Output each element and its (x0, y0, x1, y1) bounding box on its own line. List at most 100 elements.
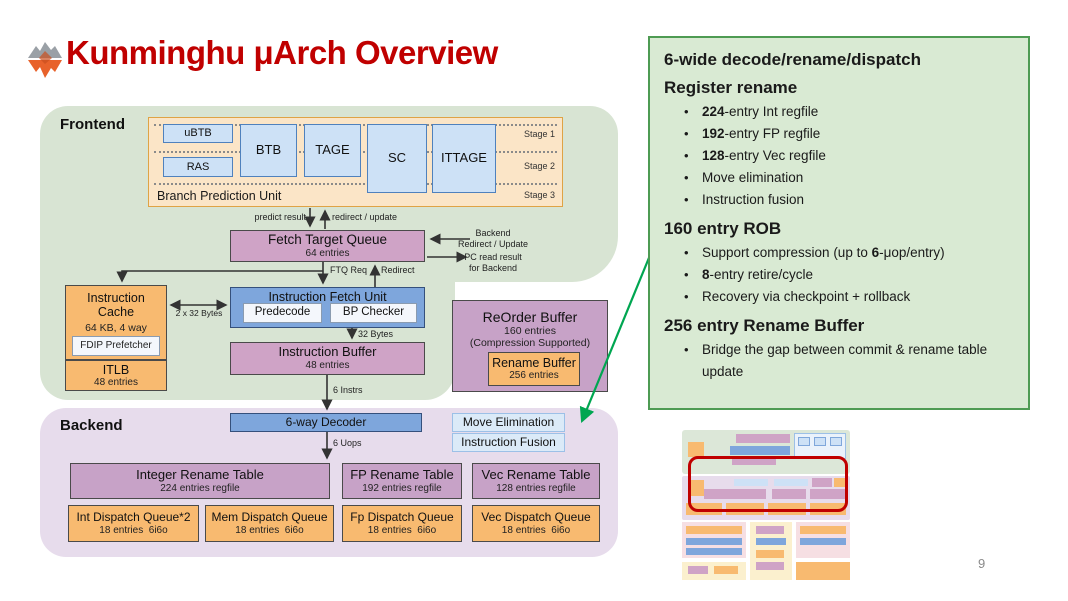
bullet-text: -entry FP regfile (724, 126, 821, 141)
int-rename-title: Integer Rename Table (136, 466, 264, 482)
instruction-buffer: Instruction Buffer 48 entries (230, 342, 425, 375)
backend-label: Backend (60, 417, 123, 434)
infobox-bullet: Support compression (up to 6-μop/entry) (664, 242, 1014, 264)
fp-dq-sub: 18 entries 6i6o (367, 524, 437, 536)
fdip-prefetcher: FDIP Prefetcher (72, 336, 160, 356)
bullet-bold: 224 (702, 104, 725, 119)
infobox-bullet: Bridge the gap between commit & rename t… (664, 339, 1022, 383)
ftq-title: Fetch Target Queue (267, 232, 388, 248)
itlb-entries: 48 entries (94, 376, 138, 388)
pc-read-label-2: for Backend (468, 263, 518, 273)
int-dq-title: Int Dispatch Queue*2 (76, 509, 191, 524)
itlb: ITLB 48 entries (65, 360, 167, 391)
thumb-block (830, 437, 842, 446)
bp-checker-unit: BP Checker (330, 303, 417, 323)
thumb-red-highlight (688, 456, 848, 512)
thumb-block (798, 437, 810, 446)
rob-entries: 160 entries (504, 325, 556, 338)
thumb-block (810, 489, 846, 499)
vec-rename-sub: 128 entries regfile (496, 482, 576, 494)
vec-rename-title: Vec Rename Table (481, 466, 591, 482)
predecode-unit: Predecode (243, 303, 322, 323)
thumb-block (688, 442, 704, 457)
thumb-block (756, 562, 784, 570)
bullet-bold: 192 (702, 126, 725, 141)
infobox-heading-rob: 160 entry ROB (664, 219, 782, 238)
thumb-block (688, 480, 704, 496)
architecture-thumbnail (678, 426, 854, 580)
infobox-bullet: Move elimination (664, 167, 1014, 189)
bpu-label: Branch Prediction Unit (157, 189, 282, 203)
thumb-block (730, 446, 790, 455)
ras-unit: RAS (186, 160, 210, 173)
int-dq-sub: 18 entries 6i6o (99, 524, 168, 536)
backend-redirect-label-1: Backend (475, 228, 511, 238)
infobox-bullet: Instruction fusion (664, 189, 1014, 211)
thumb-block (686, 526, 742, 534)
int-rename-sub: 224 entries regfile (160, 482, 240, 494)
thumb-block (834, 478, 846, 487)
bullet-text: -μop/entry) (879, 245, 945, 260)
sc-unit: SC (387, 150, 407, 166)
bullet-text: Move elimination (702, 170, 804, 185)
bullet-bold: 6 (871, 245, 880, 260)
stage-1-label: Stage 1 (523, 129, 555, 139)
ftq-entries: 64 entries (305, 248, 350, 259)
move-elimination-label: Move Elimination (462, 414, 555, 429)
thumb-block (704, 489, 766, 499)
vec-rename-table: Vec Rename Table 128 entries regfile (472, 463, 600, 499)
tage-unit: TAGE (315, 142, 350, 158)
infobox-bullet: 8-entry retire/cycle (664, 264, 1014, 286)
integer-rename-table: Integer Rename Table 224 entries regfile (70, 463, 330, 499)
bullet-text: -entry Vec regfile (724, 148, 826, 163)
pc-read-label-1: PC read result (464, 252, 522, 262)
stage-divider (154, 183, 557, 185)
fetch-target-queue: Fetch Target Queue 64 entries (230, 230, 425, 262)
fp-dq-title: Fp Dispatch Queue (350, 509, 454, 524)
xiangshan-mountain-logo-icon (28, 42, 62, 78)
32-bytes-label: 32 Bytes (358, 329, 394, 339)
bullet-text: Instruction fusion (702, 192, 805, 207)
stage-3-label: Stage 3 (523, 190, 555, 200)
fp-rename-table: FP Rename Table 192 entries regfile (342, 463, 462, 499)
instruction-fusion: Instruction Fusion (452, 433, 565, 452)
btb-unit: BTB (255, 142, 282, 158)
bp-checker-label: BP Checker (342, 306, 405, 319)
icache-size: 64 KB, 4 way (85, 321, 147, 334)
thumb-block (756, 526, 784, 534)
infobox-bullet: 224-entry Int regfile (664, 101, 1014, 123)
mem-dq-title: Mem Dispatch Queue (211, 509, 328, 524)
bullet-bold: 8 (702, 267, 710, 282)
stage-2-label: Stage 2 (523, 161, 555, 171)
mem-dispatch-queue: Mem Dispatch Queue 18 entries 6i6o (205, 505, 334, 542)
thumb-l2-block (796, 562, 850, 580)
redirect-update-label: redirect / update (332, 212, 398, 222)
infobox-bullet: 192-entry FP regfile (664, 123, 1014, 145)
ftq-req-label: FTQ Req (330, 265, 368, 275)
infobox-bullet: 128-entry Vec regfile (664, 145, 1014, 167)
instruction-fusion-label: Instruction Fusion (461, 434, 556, 449)
vec-dq-sub: 18 entries 6i6o (501, 524, 571, 536)
bullet-text: Recovery via checkpoint + rollback (702, 289, 911, 304)
infobox-title: 6-wide decode/rename/dispatch (664, 50, 921, 69)
thumb-block (800, 526, 846, 534)
infobox-heading-rename-buffer: 256 entry Rename Buffer (664, 316, 865, 335)
thumb-block (686, 538, 742, 545)
thumb-block (688, 566, 708, 574)
predict-result-label: predict result (254, 212, 306, 222)
bullet-text: Support compression (up to (702, 245, 872, 260)
ifu-title: Instruction Fetch Unit (268, 290, 387, 304)
infobox-bullet: Recovery via checkpoint + rollback (664, 286, 1014, 308)
bullet-text: Bridge the gap between commit & rename t… (702, 342, 988, 379)
thumb-block (734, 479, 768, 486)
thumb-block (772, 489, 806, 499)
slide-title: Kunminghu μArch Overview (66, 34, 498, 71)
6-uops-label: 6 Uops (333, 438, 362, 448)
thumb-block (714, 566, 738, 574)
move-elimination: Move Elimination (452, 413, 565, 432)
ubtb-unit: uBTB (184, 127, 212, 140)
int-dispatch-queue: Int Dispatch Queue*2 18 entries 6i6o (68, 505, 199, 542)
frontend-label: Frontend (60, 116, 125, 133)
